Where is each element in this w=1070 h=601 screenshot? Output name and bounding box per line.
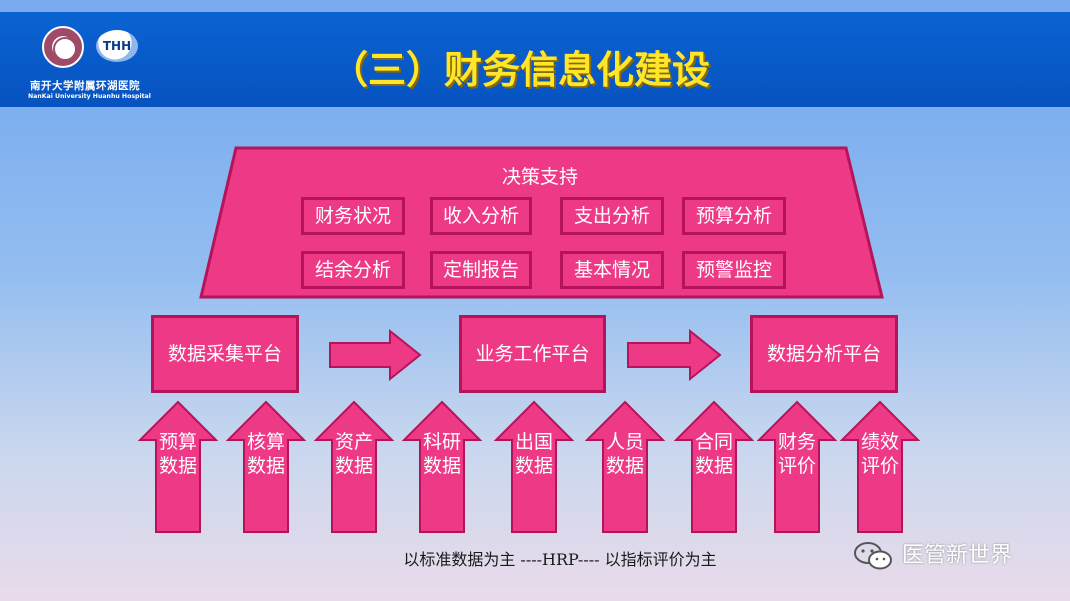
data-source-label: 核算数据 [246, 431, 285, 477]
right-arrow-icon [627, 329, 722, 381]
data-source-label: 资产数据 [334, 431, 373, 477]
wechat-icon [854, 542, 892, 570]
up-arrow-icon [585, 400, 665, 533]
hospital-logo: THH 南开大学附属环湖医院 NanKai University Huanhu … [28, 26, 168, 106]
watermark-text: 医管新世界 [902, 543, 1013, 568]
decision-item-expense-analysis: 支出分析 [560, 197, 664, 235]
up-arrow-icon [226, 400, 306, 533]
data-source-financial-evaluation: 财务评价 [757, 400, 837, 534]
top-strip [0, 0, 1070, 12]
data-source-accounting: 核算数据 [226, 400, 306, 534]
platform-data-collection: 数据采集平台 [151, 315, 299, 393]
decision-item-budget-analysis: 预算分析 [682, 197, 786, 235]
logo-chinese-name: 南开大学附属环湖医院 [30, 80, 140, 92]
up-arrow-icon [494, 400, 574, 533]
up-arrow-icon [138, 400, 218, 533]
platform-data-analysis: 数据分析平台 [750, 315, 898, 393]
platform-business-work: 业务工作平台 [459, 315, 606, 393]
data-source-assets: 资产数据 [314, 400, 394, 534]
decision-item-income-analysis: 收入分析 [430, 197, 532, 235]
header-bar: THH 南开大学附属环湖医院 NanKai University Huanhu … [0, 12, 1070, 107]
thh-logo-icon: THH [96, 30, 138, 62]
data-source-budget: 预算数据 [138, 400, 218, 534]
up-arrow-icon [402, 400, 482, 533]
right-arrow-icon [329, 329, 422, 381]
data-source-label: 绩效评价 [860, 431, 899, 477]
decision-support-title: 决策支持 [501, 166, 578, 188]
data-source-label: 科研数据 [422, 431, 461, 477]
slide-title: （三）财务信息化建设 [330, 48, 711, 92]
decision-item-basic-info: 基本情况 [560, 251, 664, 289]
data-source-label: 预算数据 [158, 431, 197, 477]
up-arrow-icon [840, 400, 920, 533]
data-source-personnel: 人员数据 [585, 400, 665, 534]
decision-item-financial-status: 财务状况 [301, 197, 405, 235]
data-source-label: 合同数据 [694, 431, 733, 477]
data-source-contract: 合同数据 [674, 400, 754, 534]
data-source-performance-evaluation: 绩效评价 [840, 400, 920, 534]
hospital-seal-icon [42, 26, 84, 68]
logo-english-name: NanKai University Huanhu Hospital [28, 93, 151, 100]
up-arrow-icon [674, 400, 754, 533]
data-source-label: 出国数据 [514, 431, 553, 477]
decision-item-warning-monitor: 预警监控 [682, 251, 786, 289]
data-source-abroad: 出国数据 [494, 400, 574, 534]
up-arrow-icon [314, 400, 394, 533]
data-source-label: 财务评价 [777, 431, 816, 477]
watermark: 医管新世界 [852, 536, 1052, 576]
up-arrow-icon [757, 400, 837, 533]
decision-item-balance-analysis: 结余分析 [301, 251, 405, 289]
data-source-research: 科研数据 [402, 400, 482, 534]
decision-item-custom-report: 定制报告 [430, 251, 532, 289]
data-source-label: 人员数据 [605, 431, 644, 477]
footer-note: 以标准数据为主 ----HRP---- 以指标评价为主 [403, 550, 717, 569]
